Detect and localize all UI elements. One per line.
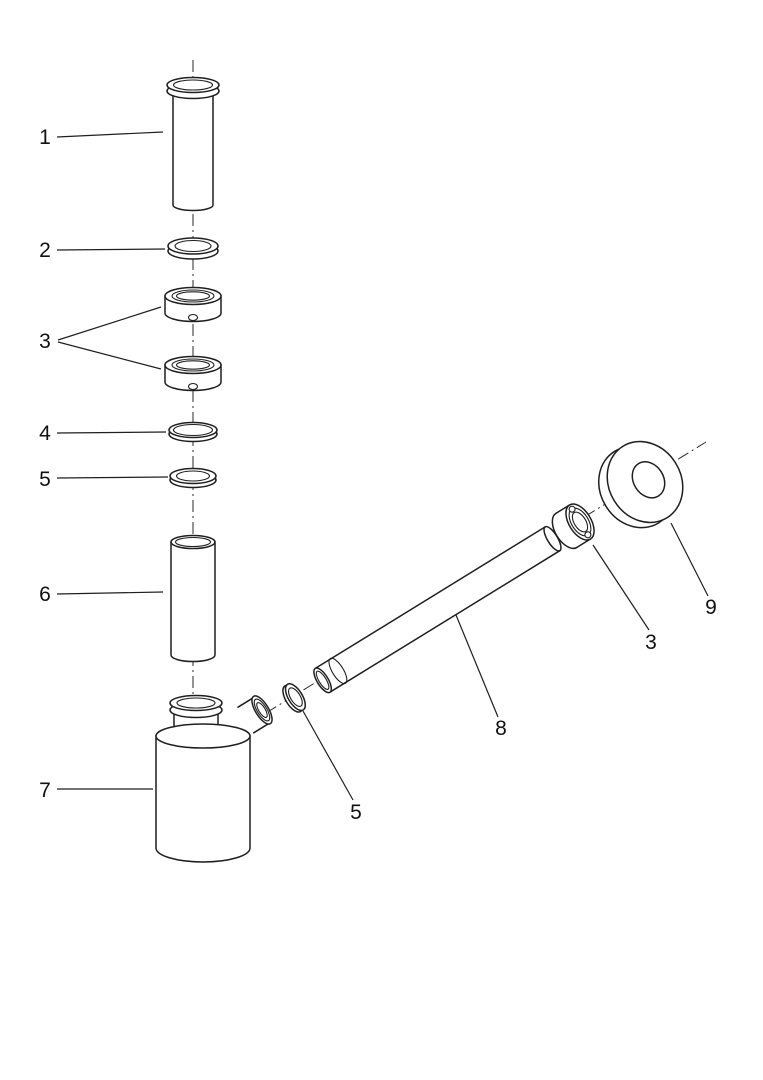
callout-leaders [56, 131, 709, 801]
part-2-washer [167, 237, 219, 260]
part-6-extension-pipe [170, 534, 216, 663]
part-4-washer [168, 421, 218, 443]
callout-label-6: 6 [39, 583, 51, 606]
callout-label-3-right: 3 [645, 631, 657, 654]
callout-label-5-right: 5 [350, 801, 362, 824]
callout-label-8: 8 [495, 717, 507, 740]
callout-label-9: 9 [705, 596, 717, 619]
callout-label-1: 1 [39, 126, 51, 149]
part-8-wall-tube [313, 525, 562, 694]
part-5-seal-washer-wall [282, 683, 307, 713]
callout-label-2: 2 [39, 239, 51, 262]
part-9-wall-flange [598, 440, 684, 529]
callout-label-3: 3 [39, 330, 51, 353]
callout-labels: 1 2 3 4 5 6 7 8 5 3 9 [39, 126, 717, 824]
callout-label-5: 5 [39, 468, 51, 491]
part-3-union-nut-lower [164, 355, 222, 392]
part-7-trap-body [155, 694, 273, 863]
part-3-union-nut-wall [551, 503, 595, 550]
callout-label-4: 4 [39, 422, 51, 445]
part-1-tailpipe [166, 76, 220, 212]
callout-label-7: 7 [39, 779, 51, 802]
part-3-union-nut-upper [164, 286, 222, 323]
part-5-seal-washer [169, 467, 217, 489]
